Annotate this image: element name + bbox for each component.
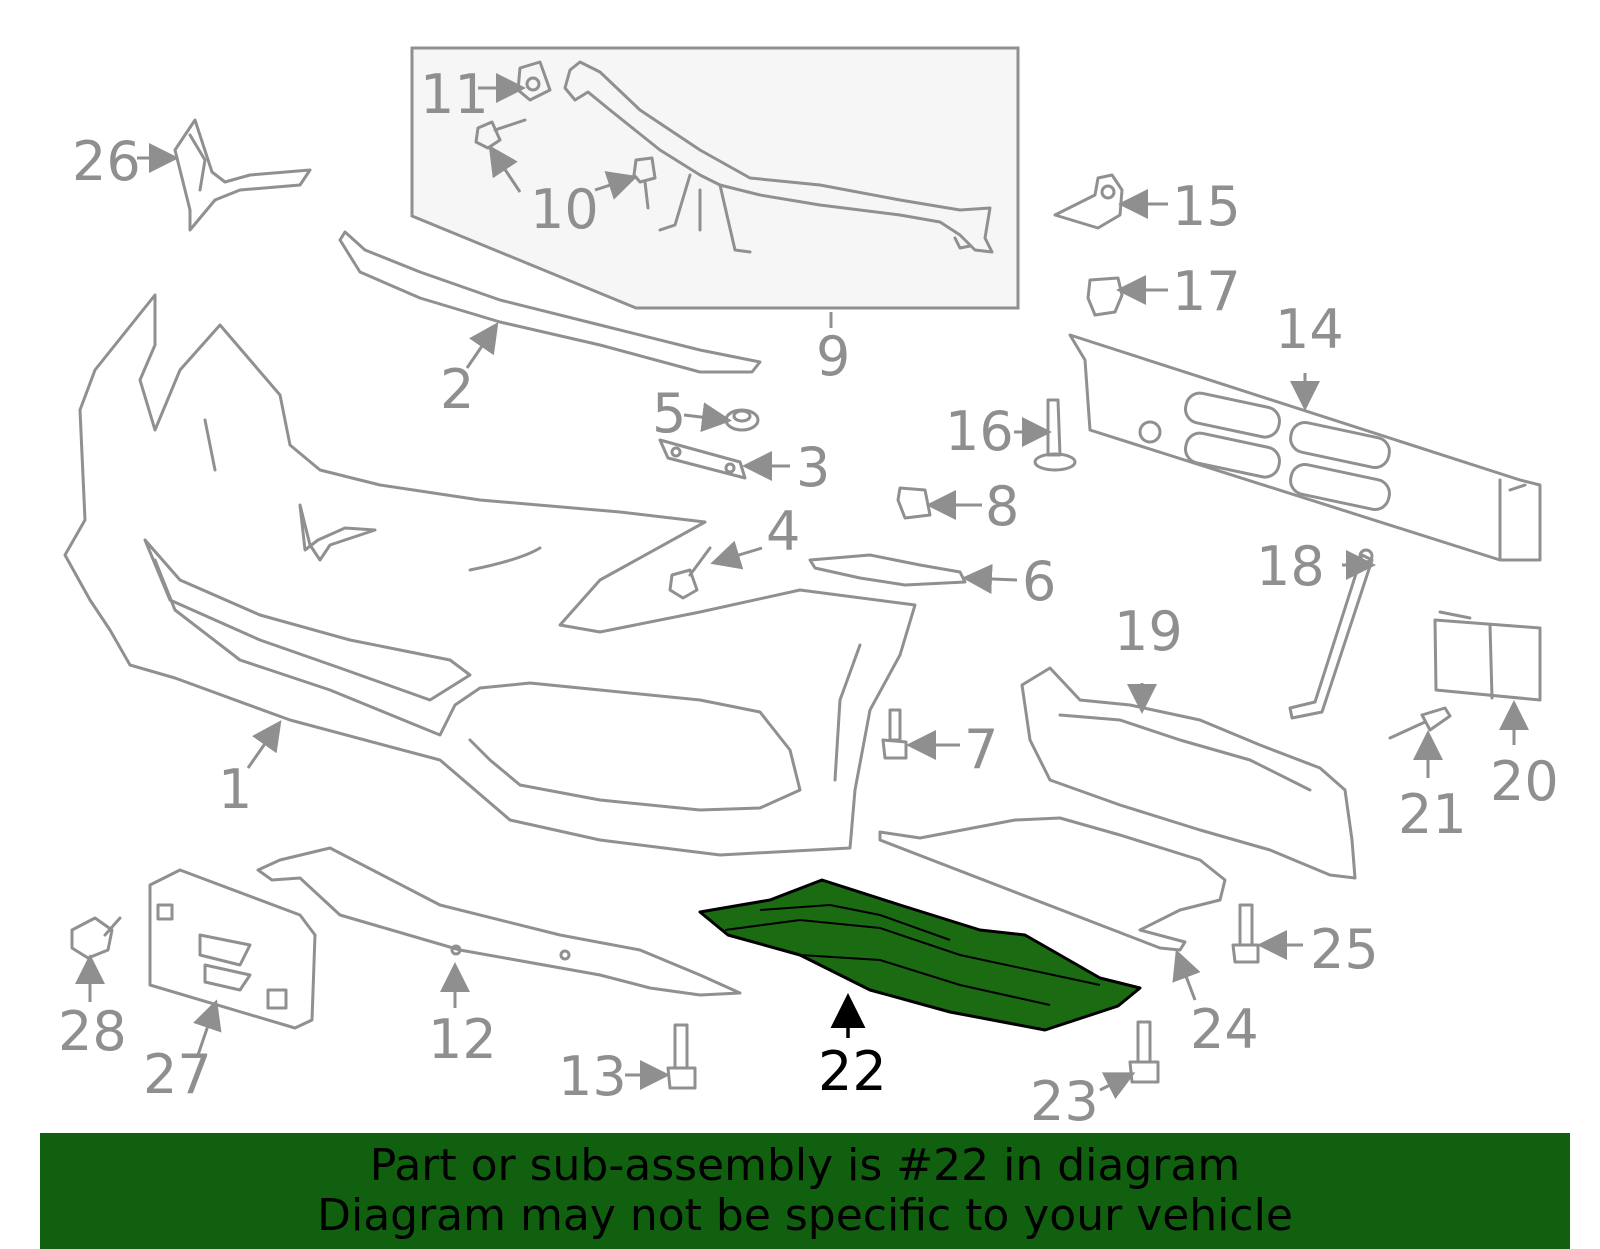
label-6: 6 [1022, 550, 1056, 613]
part-7-bolt [881, 708, 908, 760]
label-24: 24 [1190, 998, 1259, 1061]
part-labels: 11 10 26 15 17 9 2 14 5 16 3 8 4 6 18 19… [58, 63, 1559, 1133]
part-2-seal-strip [338, 230, 762, 374]
label-9: 9 [816, 325, 850, 388]
banner-line-1: Part or sub-assembly is #22 in diagram [369, 1140, 1241, 1191]
part-24-splash-shield [878, 816, 1227, 952]
part-1-front-fascia [63, 293, 917, 857]
part-22-air-deflector [698, 878, 1142, 1032]
part-23-bolt [1128, 1020, 1160, 1084]
label-13: 13 [558, 1045, 627, 1108]
part-17-grommet [1086, 276, 1124, 317]
part-16-stud [1033, 398, 1077, 472]
banner-line-2: Diagram may not be specific to your vehi… [317, 1190, 1293, 1241]
part-13-bolt [666, 1023, 697, 1090]
label-19: 19 [1114, 600, 1183, 663]
label-18: 18 [1256, 535, 1325, 598]
part-28-push-clip [70, 916, 122, 960]
label-5: 5 [652, 382, 686, 445]
leader-arrows [75, 73, 1529, 1100]
part-8-clip [896, 486, 932, 520]
part-21-push-pin [1388, 706, 1452, 740]
label-16: 16 [945, 400, 1014, 463]
part-19-energy-absorber [1020, 666, 1357, 880]
label-23: 23 [1030, 1070, 1099, 1133]
part-26-emblem [173, 118, 312, 232]
part-9-inset-box [410, 46, 1020, 310]
label-1: 1 [218, 758, 252, 821]
part-14-impact-bar [1068, 333, 1542, 562]
label-20: 20 [1490, 750, 1559, 813]
label-26: 26 [72, 130, 141, 193]
part-3-plate [658, 438, 747, 480]
info-banner: Part or sub-assembly is #22 in diagram D… [40, 1133, 1570, 1249]
part-5-nut [724, 408, 760, 432]
label-27: 27 [143, 1043, 212, 1106]
label-8: 8 [985, 475, 1019, 538]
label-3: 3 [796, 436, 830, 499]
label-28: 28 [58, 1000, 127, 1063]
label-7: 7 [964, 718, 998, 781]
part-6-molding [808, 553, 967, 587]
part-27-license-bracket [148, 868, 317, 1030]
label-14: 14 [1275, 298, 1344, 361]
part-15-bracket [1053, 173, 1124, 230]
part-4-bolt [668, 546, 712, 600]
label-10: 10 [530, 178, 599, 241]
part-12-lower-bar [256, 846, 742, 997]
label-21: 21 [1398, 783, 1467, 846]
part-25-bolt [1231, 903, 1260, 964]
label-12: 12 [428, 1008, 497, 1071]
label-17: 17 [1172, 260, 1241, 323]
label-15: 15 [1172, 175, 1241, 238]
label-2: 2 [440, 358, 474, 421]
label-11: 11 [420, 63, 489, 126]
part-10-bolt-a [474, 118, 527, 150]
part-9-radiator-support [563, 60, 994, 254]
label-4: 4 [766, 500, 800, 563]
part-20-bracket [1433, 610, 1542, 702]
label-22: 22 [818, 1040, 887, 1103]
label-25: 25 [1310, 918, 1379, 981]
